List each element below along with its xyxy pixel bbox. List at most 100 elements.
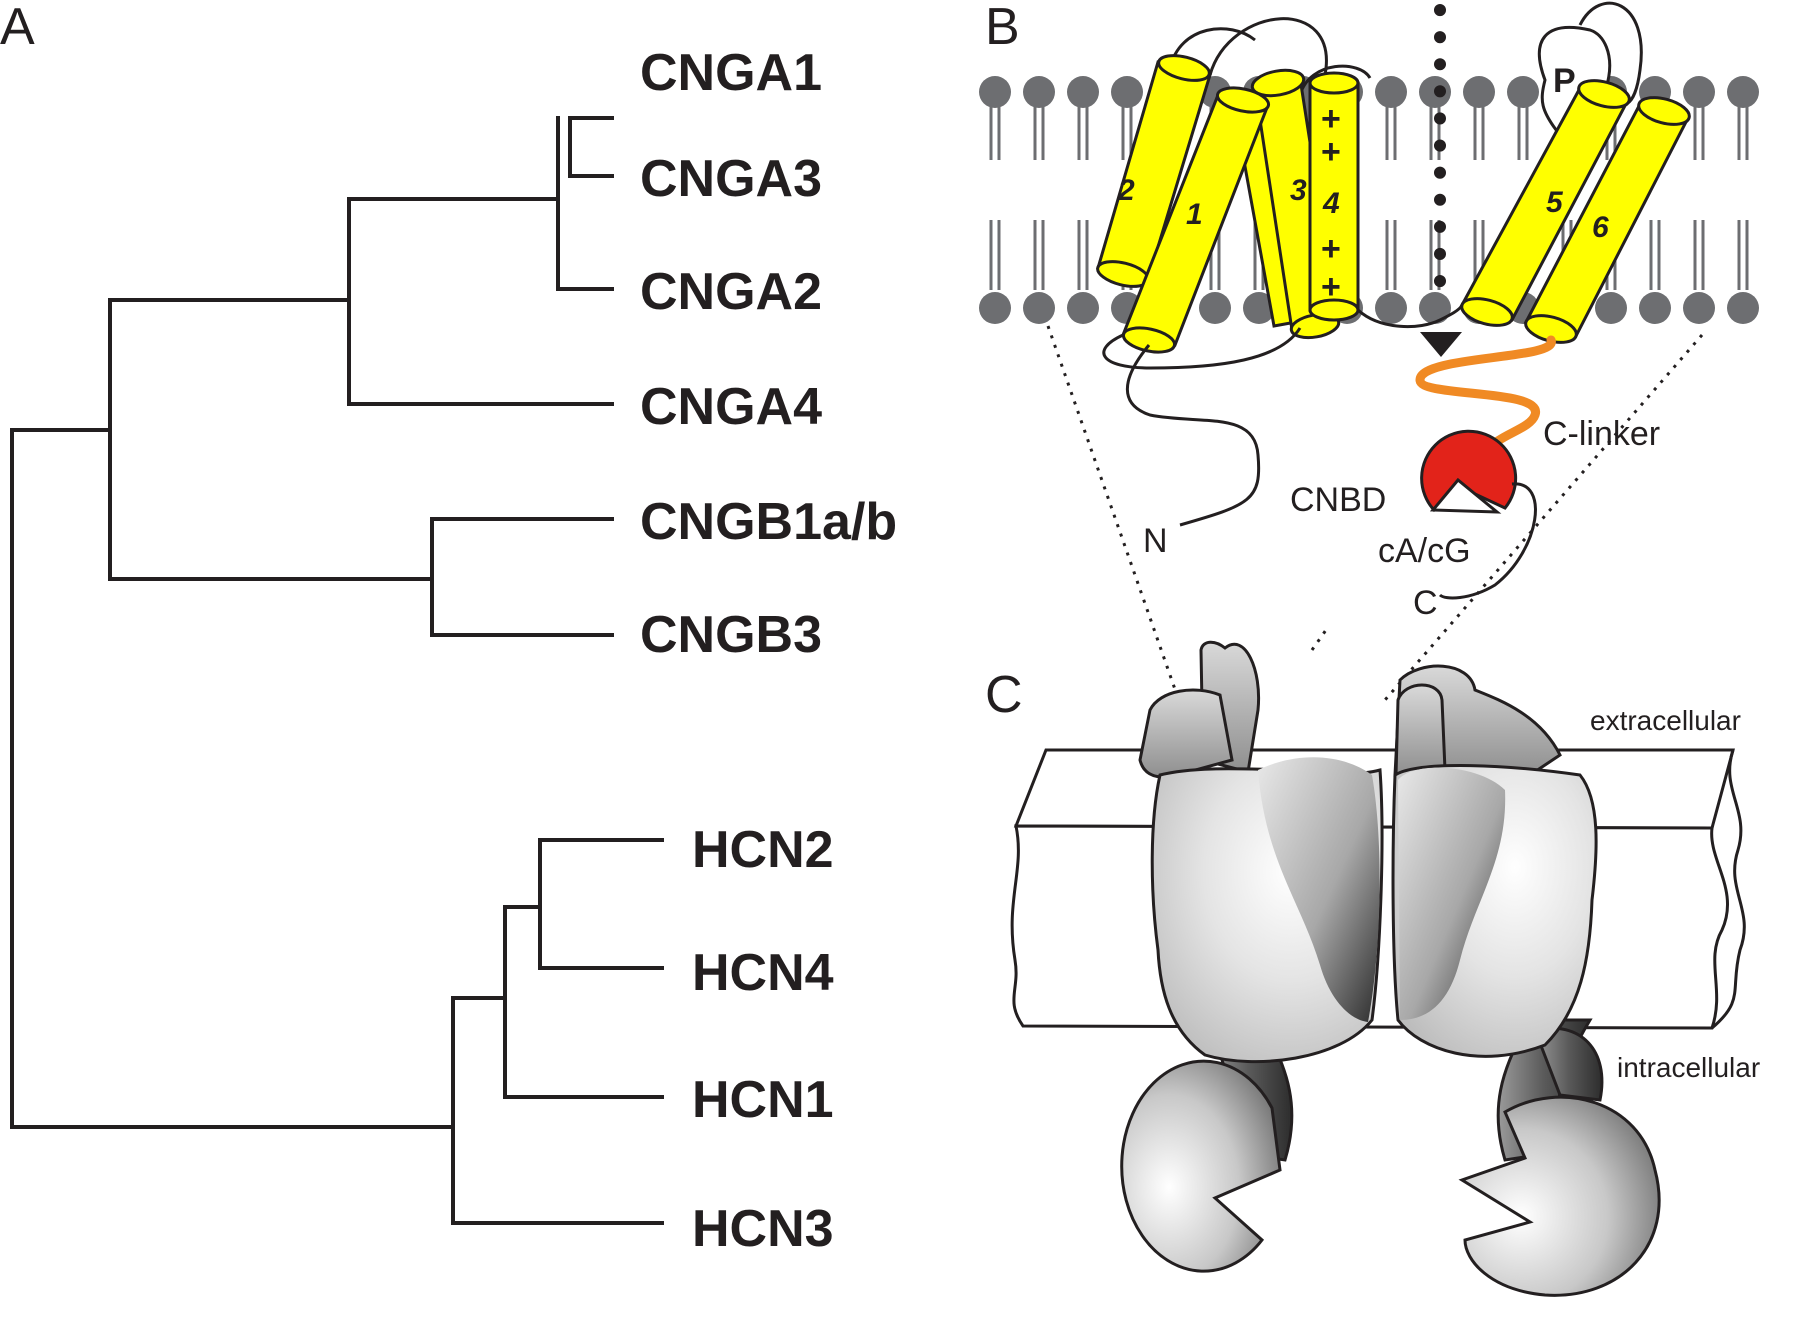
lipid-tail bbox=[1693, 100, 1705, 160]
cnga1-cnga3-branch bbox=[568, 116, 614, 178]
extracellular-label: extracellular bbox=[1590, 705, 1741, 736]
left-cnbd-ball bbox=[1120, 1059, 1282, 1273]
helix-label-3: 3 bbox=[1290, 174, 1307, 207]
c-terminus-chain bbox=[1438, 482, 1537, 600]
dendrogram-lines bbox=[10, 116, 664, 1225]
charge-2: + bbox=[1321, 133, 1341, 171]
lipid-tail bbox=[1033, 220, 1045, 290]
cng-branch bbox=[108, 298, 434, 581]
lipid-head bbox=[1199, 292, 1231, 324]
lipid-tail bbox=[1737, 220, 1749, 290]
panel-a: A CNGA1 CNGA3 CNGA2 CNGA4 CNGB1a/b CNGB3… bbox=[0, 0, 897, 1258]
lipid-tail bbox=[1473, 100, 1485, 160]
lipid-head bbox=[979, 292, 1011, 324]
lipid-tail bbox=[1121, 100, 1133, 160]
leaf-label-cngb3: CNGB3 bbox=[640, 606, 822, 664]
c-terminus-label: C bbox=[1413, 584, 1438, 622]
lipid-tail bbox=[1693, 220, 1705, 290]
lipid-head bbox=[1507, 76, 1539, 108]
hcn2-hcn4-branch bbox=[538, 838, 664, 970]
lipid-tail bbox=[989, 100, 1001, 160]
panel-c: C extracellular intracellular bbox=[985, 640, 1760, 1297]
cnbd-label: CNBD bbox=[1290, 481, 1386, 519]
leaf-label-hcn4: HCN4 bbox=[692, 944, 834, 1002]
lipid-head bbox=[1683, 76, 1715, 108]
helix-s5: 5 bbox=[1459, 79, 1631, 327]
lipid-head bbox=[1023, 76, 1055, 108]
helix-s1: 1 bbox=[1120, 86, 1271, 354]
lipid-tail bbox=[1649, 220, 1661, 290]
helix-s2: 2 bbox=[1096, 54, 1212, 288]
lipid-tail bbox=[1033, 100, 1045, 160]
helix-s4: + + 4 + + bbox=[1308, 71, 1360, 322]
lipid-head bbox=[1067, 292, 1099, 324]
cnga-group-branch bbox=[347, 197, 614, 406]
helix-label-5: 5 bbox=[1546, 186, 1564, 219]
helix-s6: 6 bbox=[1523, 96, 1691, 344]
right-subunit-groove bbox=[1398, 767, 1506, 1020]
lipid-head bbox=[1067, 76, 1099, 108]
lipid-tail bbox=[1737, 100, 1749, 160]
panel-label-a: A bbox=[0, 0, 35, 56]
panel-b: B P 2 3 1 bbox=[979, 0, 1759, 719]
leaf-label-hcn3: HCN3 bbox=[692, 1200, 834, 1258]
lipid-head bbox=[1375, 292, 1407, 324]
zoom-lines bbox=[1046, 325, 1704, 719]
leaf-label-cnga2: CNGA2 bbox=[640, 263, 822, 321]
lipid-head bbox=[1727, 76, 1759, 108]
lipid-tail bbox=[1385, 100, 1397, 160]
left-top-cap-front bbox=[1138, 688, 1234, 779]
intracellular-label: intracellular bbox=[1617, 1052, 1760, 1083]
lipid-head bbox=[1639, 292, 1671, 324]
lipid-tail bbox=[1077, 100, 1089, 160]
lipid-head bbox=[979, 76, 1011, 108]
right-top-cap-front bbox=[1394, 683, 1447, 777]
charge-4: + bbox=[1321, 268, 1341, 306]
lipid-head bbox=[1023, 292, 1055, 324]
n-terminus-chain bbox=[1126, 344, 1261, 527]
lipid-head bbox=[1595, 292, 1627, 324]
leaf-label-cnga4: CNGA4 bbox=[640, 378, 822, 436]
helix-label-1: 1 bbox=[1186, 198, 1203, 231]
lipid-tail bbox=[1517, 100, 1529, 160]
lipid-head bbox=[1727, 292, 1759, 324]
leaf-label-cngb1: CNGB1a/b bbox=[640, 493, 897, 551]
leaf-label-hcn2: HCN2 bbox=[692, 821, 834, 879]
lipid-head bbox=[1419, 292, 1451, 324]
helix-label-6: 6 bbox=[1592, 211, 1609, 244]
pore-arrowhead bbox=[1420, 332, 1462, 357]
charge-3: + bbox=[1321, 230, 1341, 268]
lipid-head bbox=[1463, 76, 1495, 108]
intracellular-loops bbox=[1102, 304, 1464, 370]
helix-label-4: 4 bbox=[1322, 187, 1340, 220]
cngb-group-branch bbox=[430, 517, 614, 637]
leaf-label-hcn1: HCN1 bbox=[692, 1071, 834, 1129]
c-linker bbox=[1415, 335, 1556, 457]
leaf-label-cnga3: CNGA3 bbox=[640, 150, 822, 208]
lipid-tail bbox=[1385, 220, 1397, 290]
leaf-labels: CNGA1 CNGA3 CNGA2 CNGA4 CNGB1a/b CNGB3 H… bbox=[640, 44, 897, 1258]
helix-label-2: 2 bbox=[1117, 174, 1135, 207]
pore-loop-label: P bbox=[1553, 62, 1576, 100]
lipid-head bbox=[1111, 76, 1143, 108]
n-terminus-label: N bbox=[1143, 522, 1168, 560]
panel-label-b: B bbox=[985, 0, 1020, 56]
lipid-head bbox=[1683, 292, 1715, 324]
c-linker-label: C-linker bbox=[1543, 415, 1660, 453]
cyclic-nucleotide bbox=[1429, 477, 1502, 514]
root-branch bbox=[10, 428, 455, 1129]
lipid-head bbox=[1243, 292, 1275, 324]
ligand-label: cA/cG bbox=[1378, 532, 1471, 570]
lipid-tail bbox=[1077, 220, 1089, 290]
membrane-side-edge bbox=[1711, 749, 1746, 1030]
cnbd-domain bbox=[1420, 429, 1518, 513]
right-cnbd-ball bbox=[1458, 1095, 1661, 1297]
hcn-inner-branch bbox=[503, 905, 664, 1099]
lipid-head bbox=[1375, 76, 1407, 108]
leaf-label-cnga1: CNGA1 bbox=[640, 44, 822, 102]
charge-1: + bbox=[1321, 100, 1341, 138]
left-subunit-groove bbox=[1258, 757, 1380, 1022]
cnga-inner-branch bbox=[556, 116, 614, 291]
panel-label-c: C bbox=[985, 666, 1023, 724]
